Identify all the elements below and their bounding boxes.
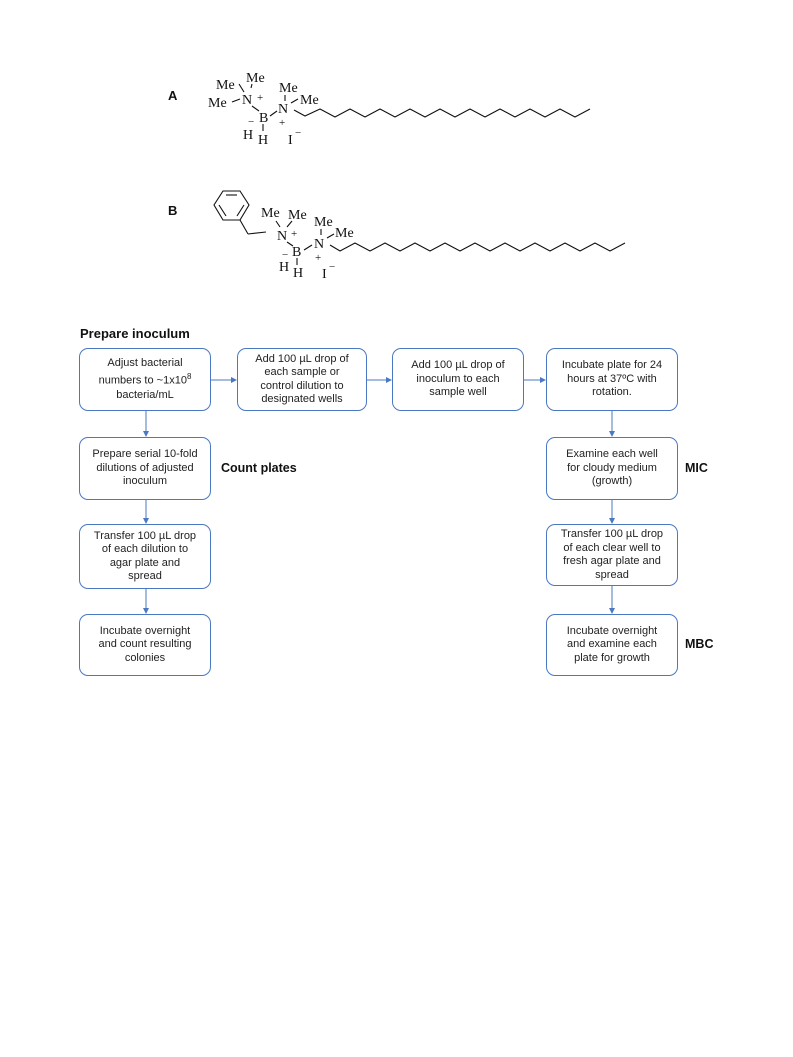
- box-add-inoculum-drop: Add 100 µL drop of inoculum to each samp…: [392, 348, 524, 411]
- a-n1-charge: +: [257, 92, 263, 104]
- transfer-clear-line-3: fresh agar plate and: [563, 555, 661, 567]
- structure-b-molecule: Me Me N + Me Me N + B − H H I −: [213, 190, 626, 282]
- b-h-1: H: [279, 260, 289, 275]
- adjust-line-1: Adjust bacterial: [107, 356, 183, 369]
- structure-a-label: A: [168, 88, 178, 103]
- incubate-count-line-1: Incubate overnight: [99, 624, 191, 637]
- mbc-label: MBC: [685, 637, 714, 651]
- box-transfer-dilution: Transfer 100 µL drop of each dilution to…: [79, 524, 211, 589]
- examine-well-line-1: Examine each well: [566, 448, 658, 461]
- add-sample-line-3: control dilution to: [260, 379, 344, 392]
- a-n-2: N: [278, 102, 288, 117]
- add-sample-line-1: Add 100 µL drop of: [255, 352, 349, 365]
- box-incubate-examine-plate: Incubate overnight and examine each plat…: [546, 614, 678, 676]
- transfer-clear-line-4: spread: [595, 568, 629, 581]
- a-b: B: [259, 111, 268, 126]
- add-inoculum-line-3: sample well: [429, 386, 487, 399]
- structure-a-molecule: Me Me Me N + Me Me N + B − H H I −: [208, 71, 591, 148]
- serial-dilutions-line-3: inoculum: [122, 475, 167, 488]
- a-n-1: N: [242, 93, 252, 108]
- a-me-4: Me: [279, 81, 298, 96]
- transfer-dilution-line-2: of each dilution to: [101, 543, 189, 555]
- b-h-2: H: [293, 266, 303, 281]
- a-h-2: H: [258, 133, 268, 148]
- box-add-sample-drop: Add 100 µL drop of each sample or contro…: [237, 348, 367, 411]
- incubate-examine-line-1: Incubate overnight: [566, 624, 658, 637]
- incubate-plate-line-2: hours at 37ºC with: [567, 372, 657, 385]
- a-counterion: I: [288, 133, 293, 148]
- a-n2-charge: +: [279, 117, 285, 129]
- box-incubate-plate: Incubate plate for 24 hours at 37ºC with…: [546, 348, 678, 411]
- b-counterion: I: [322, 267, 327, 282]
- serial-dilutions-line-2: dilutions of adjusted: [96, 461, 194, 474]
- mic-label: MIC: [685, 461, 708, 475]
- incubate-examine-line-3: plate for growth: [574, 651, 650, 664]
- b-n1-charge: +: [291, 228, 297, 240]
- add-inoculum-line-2: inoculum to each: [416, 372, 500, 385]
- box-examine-well: Examine each well for cloudy medium (gro…: [546, 437, 678, 500]
- b-me-1: Me: [261, 206, 280, 221]
- incubate-examine-line-2: and examine each: [567, 638, 657, 651]
- b-b-charge: −: [282, 249, 288, 261]
- b-n2-charge: +: [315, 252, 321, 264]
- serial-dilutions-line-1: Prepare serial 10-fold: [92, 448, 198, 461]
- box-serial-dilutions: Prepare serial 10-fold dilutions of adju…: [79, 437, 211, 500]
- add-inoculum-line-1: Add 100 µL drop of: [411, 359, 505, 372]
- transfer-dilution-line-3: agar plate and: [109, 556, 181, 569]
- add-sample-line-4: designated wells: [261, 393, 343, 405]
- b-b: B: [292, 245, 301, 260]
- incubate-count-line-3: colonies: [124, 651, 166, 664]
- adjust-line-3: bacteria/mL: [116, 388, 174, 401]
- box-adjust-bacterial-numbers: Adjust bacterial numbers to ~1x108 bacte…: [79, 348, 211, 411]
- b-me-3: Me: [314, 215, 333, 230]
- add-sample-line-2: each sample or: [264, 366, 340, 378]
- a-me-1: Me: [216, 78, 235, 93]
- transfer-clear-line-1: Transfer 100 µL drop: [560, 528, 664, 540]
- b-me-2: Me: [288, 208, 307, 223]
- structure-b-label: B: [168, 203, 178, 218]
- a-h-1: H: [243, 128, 253, 143]
- adjust-line-2: numbers to ~1x108: [98, 372, 192, 388]
- flowchart-title: Prepare inoculum: [80, 326, 190, 341]
- b-n-1: N: [277, 229, 287, 244]
- incubate-plate-line-1: Incubate plate for 24: [561, 359, 663, 372]
- a-counterion-charge: −: [295, 127, 301, 139]
- a-me-3: Me: [208, 96, 227, 111]
- count-plates-label: Count plates: [221, 461, 297, 475]
- box-incubate-count-colonies: Incubate overnight and count resulting c…: [79, 614, 211, 676]
- box-transfer-clear-well: Transfer 100 µL drop of each clear well …: [546, 524, 678, 586]
- incubate-plate-line-3: rotation.: [592, 386, 632, 399]
- b-counterion-charge: −: [329, 261, 335, 273]
- transfer-clear-line-2: of each clear well to: [563, 541, 661, 554]
- examine-well-line-3: (growth): [591, 475, 633, 488]
- a-me-2: Me: [246, 71, 265, 86]
- transfer-dilution-line-4: spread: [128, 570, 162, 582]
- incubate-count-line-2: and count resulting: [98, 638, 192, 651]
- b-me-4: Me: [335, 226, 354, 241]
- transfer-dilution-line-1: Transfer 100 µL drop: [93, 529, 197, 542]
- a-b-charge: −: [248, 116, 254, 128]
- a-me-5: Me: [300, 93, 319, 108]
- examine-well-line-2: for cloudy medium: [567, 461, 657, 474]
- b-n-2: N: [314, 237, 324, 252]
